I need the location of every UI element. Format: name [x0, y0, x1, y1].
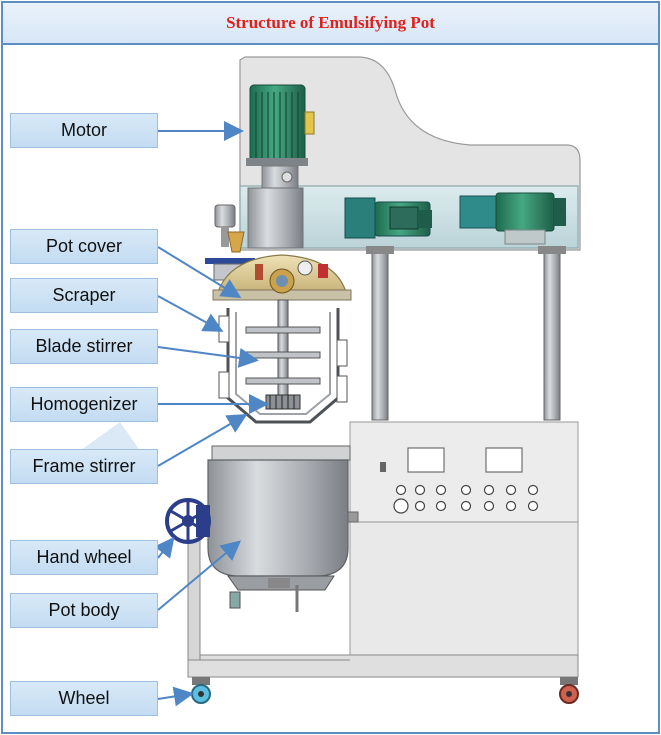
horizontal-motor-1	[344, 197, 432, 239]
central-column	[247, 187, 304, 249]
label-pot-body: Pot body	[10, 593, 158, 628]
label-hand-wheel: Hand wheel	[10, 540, 158, 575]
hand-wheel-icon	[165, 498, 211, 544]
horizontal-motor-2	[459, 192, 566, 245]
title-bar: Structure of Emulsifying Pot	[3, 3, 658, 45]
label-pot-cover: Pot cover	[10, 229, 158, 264]
control-cabinet	[349, 421, 579, 673]
label-homogenizer: Homogenizer	[10, 387, 158, 422]
pot-cover	[212, 254, 352, 301]
label-motor: Motor	[10, 113, 158, 148]
left-column	[371, 249, 389, 421]
right-column	[543, 249, 561, 421]
diagram-title: Structure of Emulsifying Pot	[226, 13, 435, 32]
motor-icon	[246, 84, 315, 189]
label-frame-stirrer: Frame stirrer	[10, 449, 158, 484]
label-scraper: Scraper	[10, 278, 158, 313]
callout-arrows	[154, 121, 269, 707]
agitator-frame	[218, 299, 348, 424]
base-frame	[187, 539, 579, 678]
label-wheel: Wheel	[10, 681, 158, 716]
label-blade-stirrer: Blade stirrer	[10, 329, 158, 364]
pot-body	[207, 445, 359, 612]
caster-wheel-icon	[191, 677, 579, 704]
